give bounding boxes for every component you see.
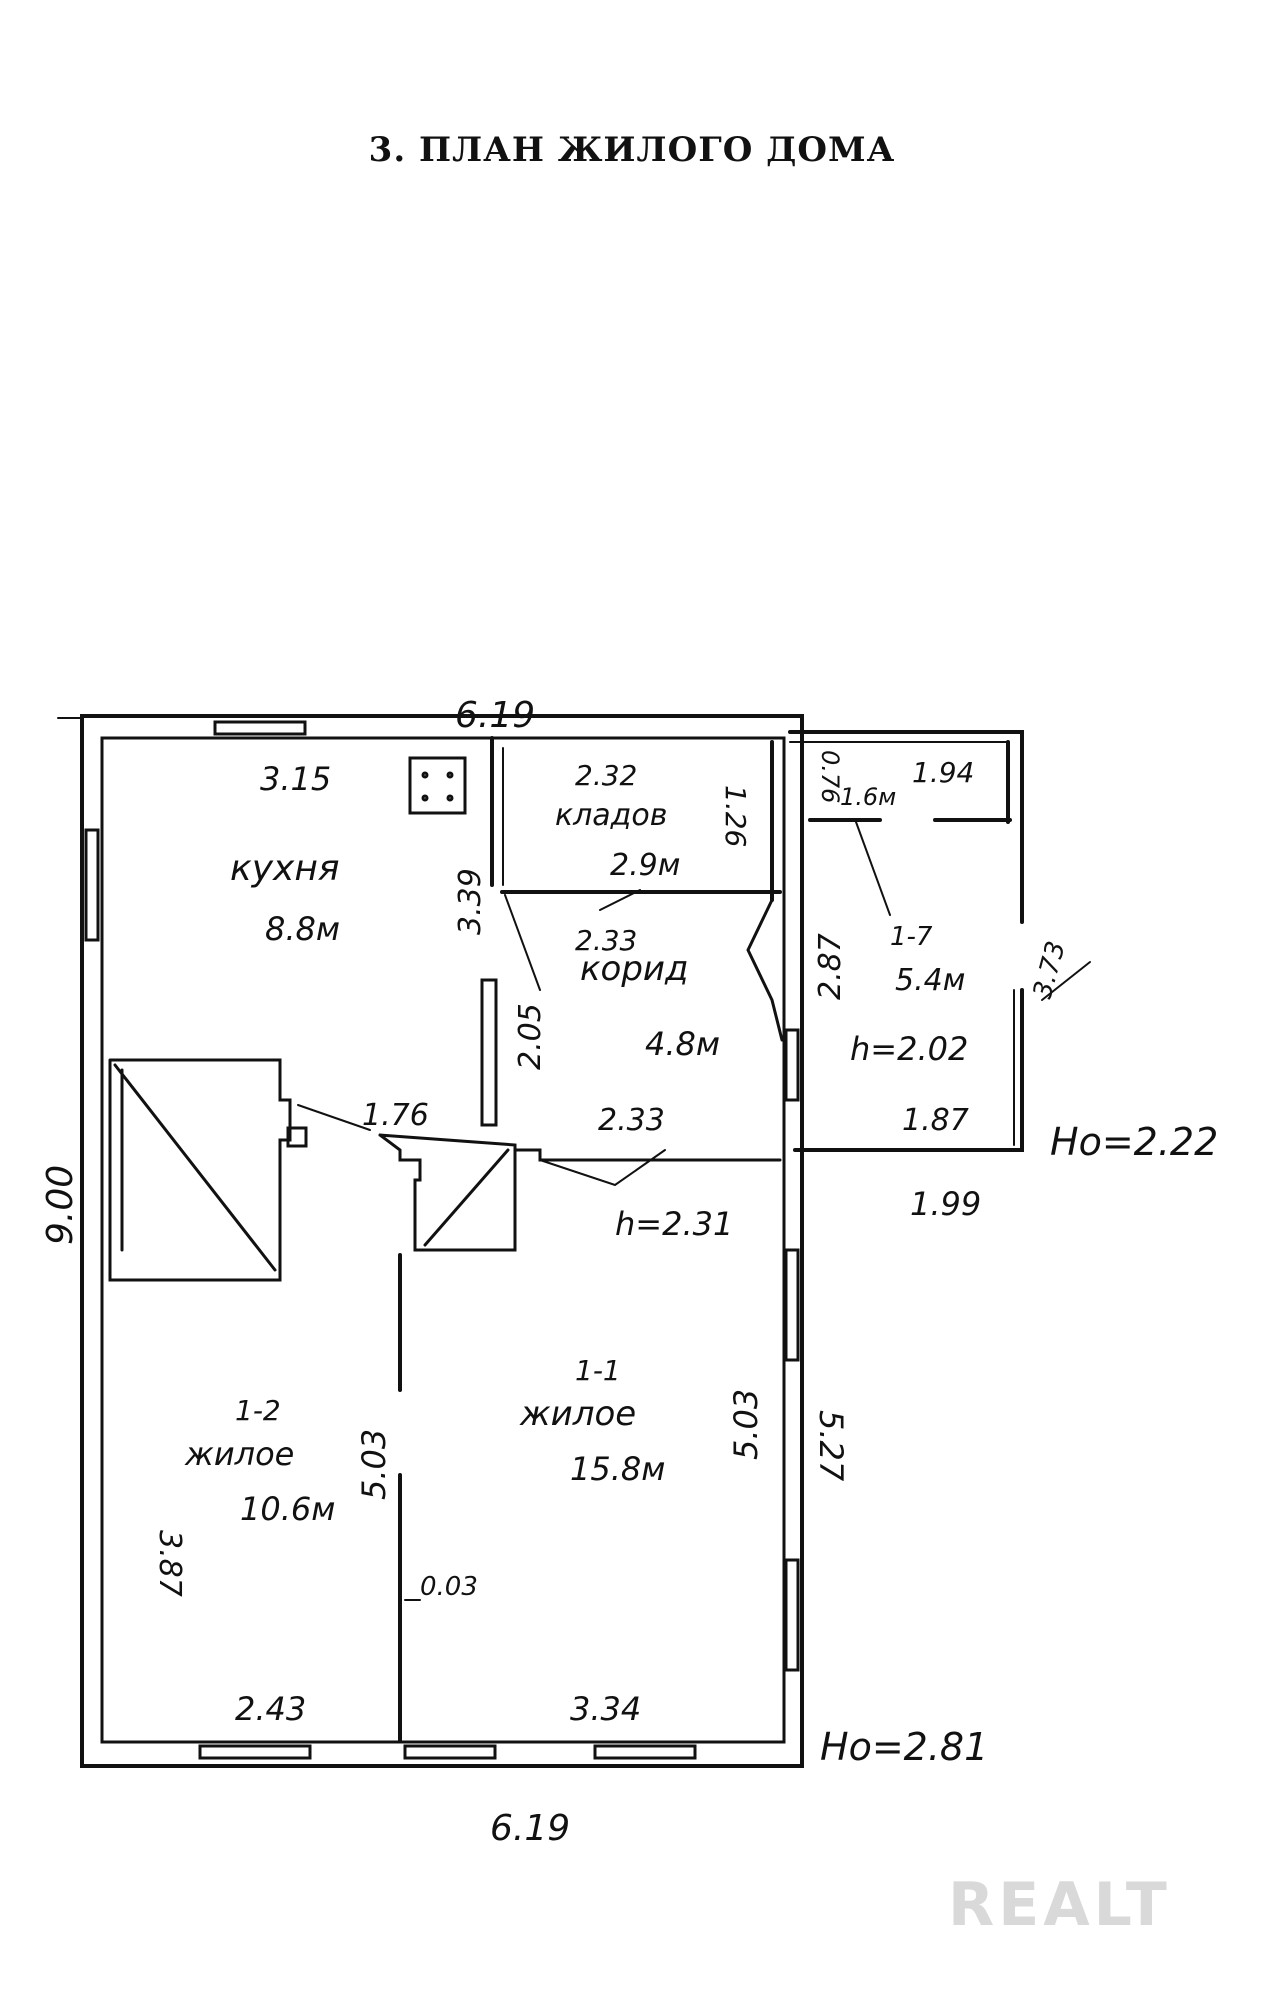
- watermark-logo: REALT: [948, 1870, 1171, 1940]
- room17-area: 5.4м: [895, 963, 965, 998]
- dim-east-side: 5.27: [812, 1410, 850, 1482]
- stair-dimension-line: [297, 1104, 371, 1131]
- dim-room11-wall: 5.03: [727, 1389, 765, 1460]
- outer-walls: [80, 714, 804, 1768]
- sink: [408, 756, 467, 815]
- ho-porch: Ho=2.22: [1050, 1120, 1218, 1164]
- room12-name: жилое: [184, 1435, 294, 1473]
- dim-pantry-side: 1.26: [719, 785, 752, 847]
- kitchen-name: кухня: [230, 848, 340, 889]
- pantry-name: кладов: [555, 798, 667, 833]
- room12-area: 10.6м: [240, 1490, 335, 1528]
- room11-name: жилое: [519, 1394, 636, 1434]
- room11-area: 15.8м: [570, 1450, 665, 1488]
- dim-kitchen-wall: 3.39: [453, 868, 488, 935]
- dim-kitchen-top: 3.15: [260, 760, 331, 798]
- ho-main: Ho=2.81: [820, 1725, 988, 1769]
- dim-corridor-bottom: 2.33: [598, 1103, 665, 1138]
- dim-corridor-side: 2.05: [513, 1003, 548, 1070]
- staircase: [378, 1133, 517, 1252]
- room12-id: 1-2: [235, 1394, 281, 1427]
- corridor-name: корид: [580, 949, 689, 989]
- main-height: h=2.31: [615, 1205, 733, 1243]
- room17-id: 1-7: [890, 922, 933, 952]
- dim-stair-width: 1.76: [362, 1098, 429, 1133]
- dim-porch-top: 1.94: [912, 756, 974, 789]
- porch-walls: [788, 730, 1091, 1152]
- page-title: 3. ПЛАН ЖИЛОГО ДОМА: [368, 130, 896, 170]
- corridor-area: 4.8м: [645, 1025, 720, 1063]
- kitchen-area: 8.8м: [265, 910, 340, 948]
- dim-room11-bottom: 3.34: [570, 1690, 641, 1728]
- dim-porch-inner-bottom: 1.87: [902, 1103, 969, 1138]
- stove: [108, 1058, 308, 1282]
- windows: [84, 720, 800, 1760]
- dim-pantry-top: 2.32: [575, 759, 637, 792]
- pantry-area: 2.9м: [610, 848, 680, 883]
- dim-porch-side: 2.87: [813, 933, 848, 1000]
- room16-area: 1.6м: [840, 783, 896, 811]
- dim-room12-bottom: 2.43: [235, 1690, 306, 1728]
- interior-walls: [398, 736, 784, 1742]
- dim-pantry-door: 2.33: [575, 924, 637, 957]
- dim-porch-bottom: 1.99: [910, 1185, 981, 1223]
- dim-left-height: 9.00: [40, 1165, 81, 1245]
- dim-room12-side: 3.87: [152, 1530, 187, 1597]
- dim-bottom-width: 6.19: [490, 1808, 570, 1849]
- dim-porch-right: 3.73: [1028, 938, 1072, 1002]
- dim-top-width: 6.19: [455, 695, 535, 736]
- room11-id: 1-1: [575, 1354, 621, 1387]
- dim-porch-small: 0.76: [816, 750, 844, 803]
- porch-height: h=2.02: [850, 1030, 968, 1068]
- dim-partition: 0.03: [420, 1572, 478, 1602]
- dim-room12-wall: 5.03: [355, 1429, 393, 1500]
